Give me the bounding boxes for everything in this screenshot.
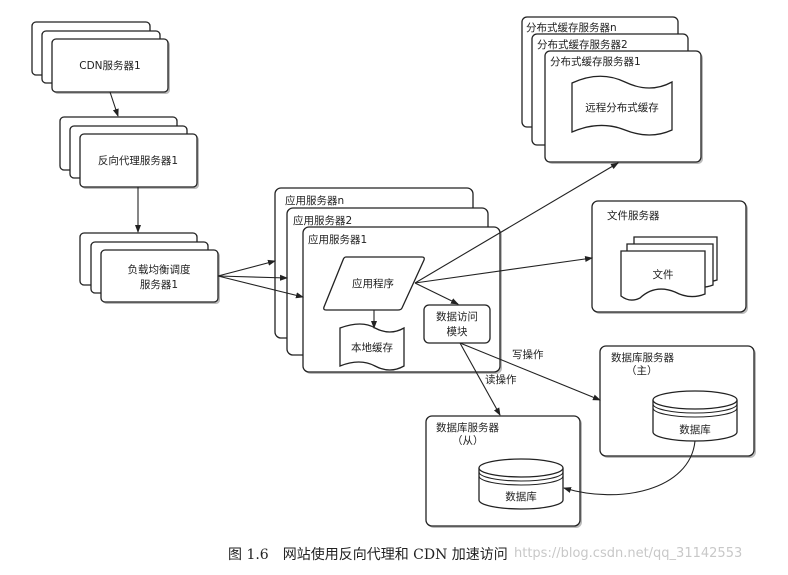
file-server-title: 文件服务器 bbox=[607, 209, 660, 222]
figure-number: 图 1.6 bbox=[228, 547, 269, 563]
local-cache-shape bbox=[339, 323, 405, 371]
load-balancer-label-line1: 负载均衡调度 bbox=[128, 263, 191, 276]
edge-lb-to-app-n bbox=[217, 259, 276, 277]
figure-caption: 图 1.6 网站使用反向代理和 CDN 加速访问 bbox=[228, 544, 508, 564]
edge-read bbox=[459, 342, 501, 416]
edge-cdn-to-proxy bbox=[109, 91, 119, 117]
file-label: 文件 bbox=[653, 268, 674, 281]
load-balancer-label-line2: 服务器1 bbox=[140, 278, 178, 291]
edge-lb-to-app-2 bbox=[217, 274, 288, 281]
dist-cache-1-label: 分布式缓存服务器1 bbox=[550, 55, 641, 68]
dist-cache-2-label: 分布式缓存服务器2 bbox=[537, 38, 628, 51]
edge-app-to-data-access bbox=[414, 282, 459, 305]
db-slave-subtitle: （从） bbox=[452, 435, 484, 447]
remote-cache-label: 远程分布式缓存 bbox=[585, 101, 659, 114]
load-balancer-card bbox=[100, 249, 219, 303]
db-master-db-label: 数据库 bbox=[679, 423, 711, 436]
app-server-stack: 应用服务器n 应用服务器2 应用服务器1 应用程序 本地缓存 数据访问 模块 bbox=[274, 187, 502, 374]
distributed-cache-stack: 分布式缓存服务器n 分布式缓存服务器2 分布式缓存服务器1 远程分布式缓存 bbox=[521, 16, 703, 164]
edge-app-to-dist-cache bbox=[414, 162, 619, 284]
data-access-module bbox=[423, 304, 491, 344]
db-slave-cylinder bbox=[478, 458, 564, 510]
app-program-label: 应用程序 bbox=[352, 277, 394, 290]
local-cache-label: 本地缓存 bbox=[351, 341, 393, 354]
figure-caption-text: 网站使用反向代理和 CDN 加速访问 bbox=[282, 547, 508, 563]
edge-lb-to-app-1 bbox=[217, 275, 304, 299]
remote-cache-shape bbox=[571, 75, 673, 136]
edge-replication bbox=[563, 440, 696, 496]
write-operation-label: 写操作 bbox=[512, 348, 544, 361]
app-server-1-label: 应用服务器1 bbox=[308, 233, 367, 246]
app-server-n-label: 应用服务器n bbox=[285, 194, 344, 207]
file-server: 文件服务器 文件 bbox=[591, 200, 748, 314]
db-master-cylinder bbox=[652, 390, 738, 442]
edge-app-to-file-server bbox=[414, 256, 593, 284]
cdn-server-stack: CDN服务器1 bbox=[31, 21, 170, 94]
file-sheet-front bbox=[620, 250, 706, 301]
app-server-2-label: 应用服务器2 bbox=[293, 214, 352, 227]
load-balancer-stack: 负载均衡调度 服务器1 bbox=[79, 232, 220, 304]
db-slave-server: 数据库服务器 （从） 数据库 bbox=[425, 415, 582, 528]
read-operation-label: 读操作 bbox=[485, 373, 517, 386]
db-master-title: 数据库服务器 bbox=[611, 351, 674, 364]
dist-cache-n-label: 分布式缓存服务器n bbox=[526, 21, 617, 34]
app-program-shape bbox=[323, 256, 425, 311]
edge-write bbox=[459, 342, 601, 401]
db-master-subtitle: （主） bbox=[626, 365, 658, 377]
reverse-proxy-label: 反向代理服务器1 bbox=[98, 154, 178, 167]
data-access-label-line2: 模块 bbox=[447, 326, 468, 338]
db-master-server: 数据库服务器 （主） 数据库 bbox=[599, 345, 756, 458]
watermark: https://blog.csdn.net/qq_31142553 bbox=[514, 546, 743, 561]
reverse-proxy-stack: 反向代理服务器1 bbox=[59, 116, 199, 189]
cdn-server-label: CDN服务器1 bbox=[79, 59, 140, 72]
data-access-label-line1: 数据访问 bbox=[436, 310, 478, 323]
db-slave-db-label: 数据库 bbox=[505, 490, 537, 503]
db-slave-title: 数据库服务器 bbox=[436, 421, 499, 434]
